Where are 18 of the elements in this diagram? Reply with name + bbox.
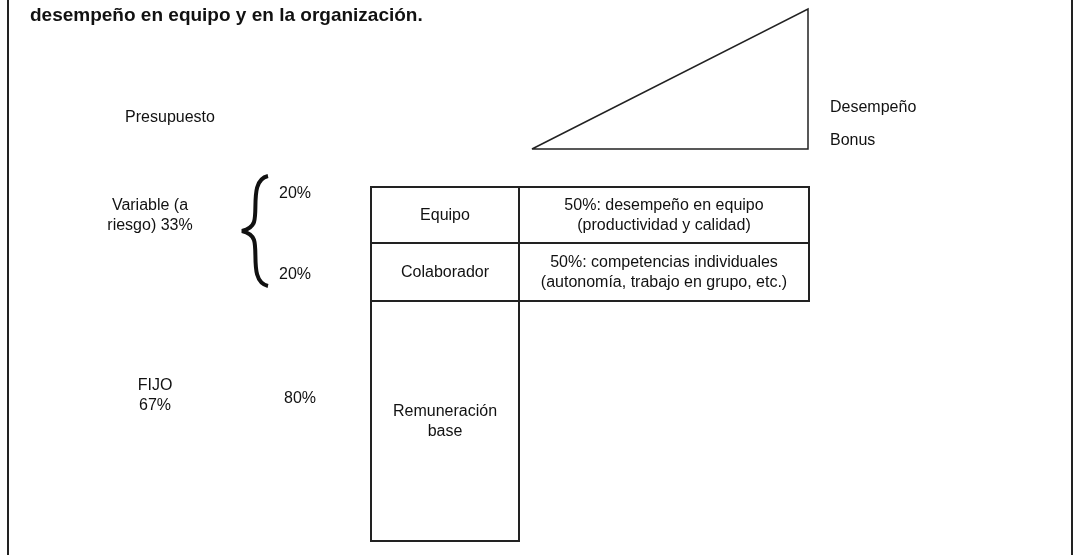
cell-text: Equipo: [420, 205, 470, 225]
label-text: Desempeño: [830, 97, 918, 117]
table-cell: [518, 242, 810, 302]
title: desempeño en equipo y en la organización.: [30, 4, 423, 26]
table-cell: [370, 186, 520, 244]
cell-text: 50%: competencias individuales (autonomía, trabajo en grupo, etc.): [539, 252, 789, 292]
cell-text: Remuneración base: [391, 401, 499, 441]
label-text: FIJO 67%: [136, 375, 174, 415]
table-cell: [518, 186, 810, 244]
table-cell: [370, 300, 520, 542]
cell-text: Colaborador: [400, 262, 490, 282]
label-text: Bonus: [830, 130, 877, 150]
cell-text: 50%: desempeño en equipo (productividad y calidad): [563, 195, 765, 235]
label-text: 20%: [278, 183, 312, 203]
label-text: 20%: [278, 264, 312, 284]
label-text: Presupuesto: [124, 107, 216, 127]
label-text: Variable (a riesgo) 33%: [106, 195, 194, 235]
label-text: 80%: [283, 388, 317, 408]
